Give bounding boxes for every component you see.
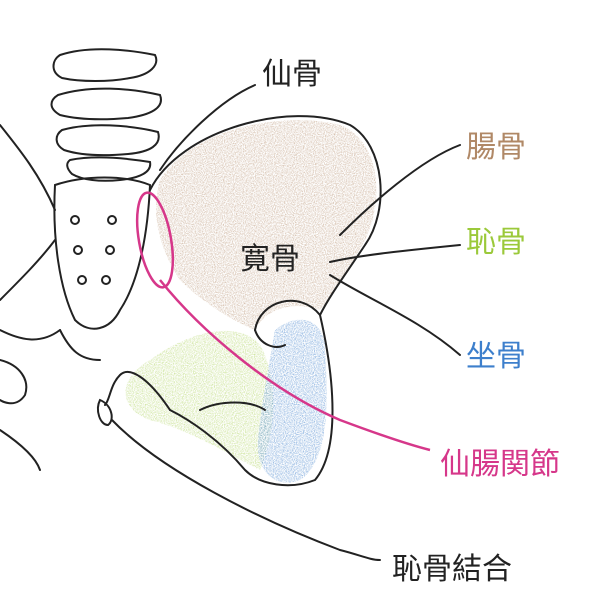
label-sacroiliac-joint: 仙腸関節	[440, 447, 560, 482]
ischium-region	[257, 319, 327, 483]
bone-outlines	[0, 48, 461, 561]
label-sacrum: 仙骨	[262, 57, 322, 92]
label-ilium: 腸骨	[466, 130, 526, 165]
label-ischium: 坐骨	[466, 339, 526, 374]
label-pubic-symphysis: 恥骨結合	[392, 552, 512, 587]
ilium-region	[156, 120, 377, 331]
label-hip-bone: 寛骨	[240, 242, 300, 277]
label-pubis: 恥骨	[466, 225, 526, 260]
sacroiliac-joint-outline	[135, 191, 431, 452]
pubis-region	[125, 330, 274, 470]
